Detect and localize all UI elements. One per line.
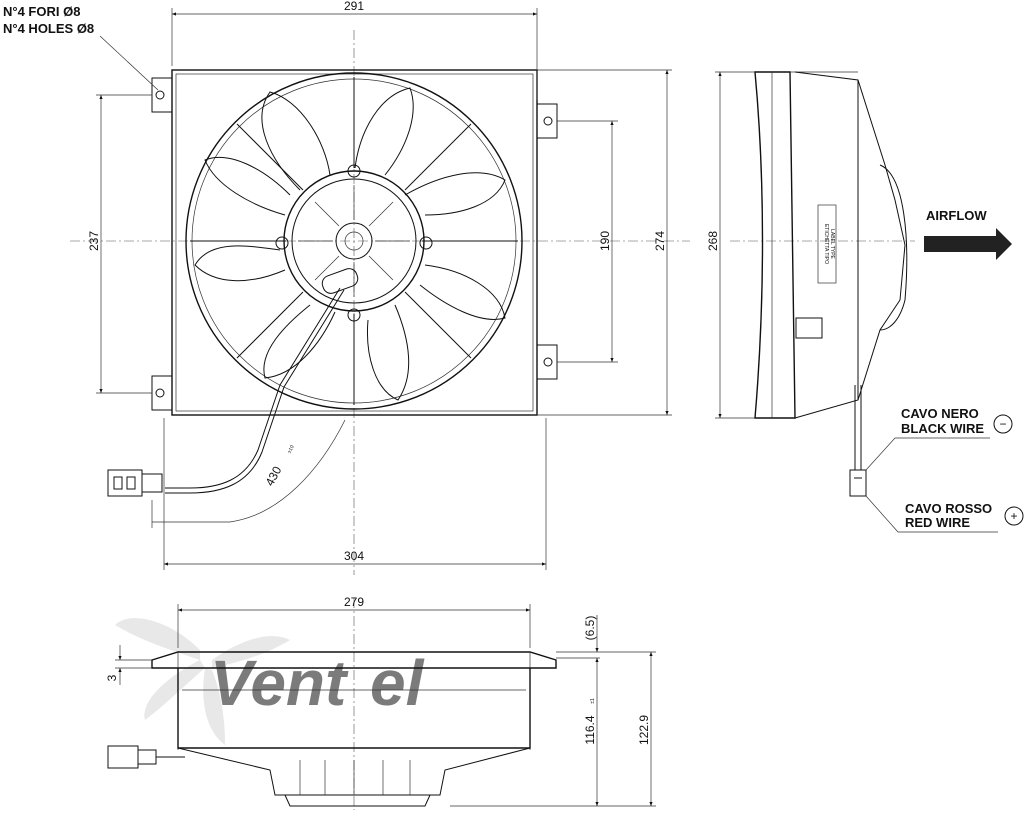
black-wire-it: CAVO NERO: [901, 406, 979, 421]
plus-symbol: +: [1010, 509, 1017, 523]
side-shroud: [754, 71, 796, 419]
dim-430: 430 ±10: [151, 419, 346, 528]
bottom-view: 279 3 (6.5) 116.4 ±1 1: [105, 595, 656, 810]
holes-leader: [99, 35, 159, 91]
front-connector: [107, 469, 163, 497]
holes-note-en: N°4 HOLES Ø8: [3, 21, 94, 36]
label-type-it: ETICHETTA TIPO: [823, 224, 829, 264]
dim-116-4-text: 116.4: [583, 715, 597, 744]
black-wire-en: BLACK WIRE: [901, 421, 984, 436]
dim-274-text: 274: [653, 231, 667, 251]
watermark-text-a: Vent: [210, 647, 349, 719]
red-wire-it: CAVO ROSSO: [905, 501, 992, 516]
dim-6-5-text: (6.5): [583, 616, 597, 641]
dim-3: 3: [105, 645, 152, 685]
dim-274: 274: [537, 69, 672, 416]
plus-icon: [1004, 506, 1024, 526]
dim-122-9-text: 122.9: [637, 715, 651, 745]
shroud-frame: [171, 69, 538, 416]
dim-291: 291: [171, 0, 538, 100]
front-view: N°4 FORI Ø8 N°4 HOLES Ø8 291 237 190: [3, 0, 690, 575]
red-wire-en: RED WIRE: [905, 515, 970, 530]
dim-268-text: 268: [706, 231, 720, 251]
label-type-en: LABEL TYPE: [829, 229, 835, 259]
dim-122-9: 122.9: [600, 651, 656, 807]
watermark-text-b: el: [370, 647, 425, 719]
dim-237: 237: [87, 94, 152, 394]
motor-hub: [275, 164, 433, 322]
dim-304: 304: [163, 418, 547, 570]
power-cable: [165, 287, 345, 494]
dim-279: 279: [177, 595, 531, 648]
dim-291-text: 291: [344, 0, 364, 13]
bottom-connector: [107, 745, 185, 769]
support-spokes: [190, 77, 518, 405]
airflow-label: AIRFLOW: [926, 208, 987, 223]
ventel-watermark: Vent el: [115, 618, 425, 745]
dim-430-text: 430: [263, 464, 285, 489]
dim-116-4: 116.4 ±1: [450, 658, 600, 807]
side-view: ETICHETTA TIPO LABEL TYPE 268 AIRFLOW CA…: [706, 71, 1024, 533]
bottom-body: [177, 668, 531, 749]
minus-symbol: −: [999, 417, 1006, 431]
minus-icon: [993, 414, 1013, 434]
dim-430-tol: ±10: [287, 444, 296, 454]
dim-116-4-tol: ±1: [590, 698, 596, 704]
dim-190: 190: [557, 120, 618, 363]
dim-304-text: 304: [344, 549, 364, 563]
dim-279-text: 279: [344, 595, 364, 609]
black-wire-leader: [865, 437, 990, 471]
airflow-arrow-icon: [924, 228, 1012, 260]
dim-268: 268: [706, 71, 755, 419]
dim-237-text: 237: [87, 231, 101, 251]
red-wire-leader: [865, 495, 998, 533]
fan-blades: [194, 87, 506, 401]
dim-190-text: 190: [598, 231, 612, 251]
dim-3-text: 3: [105, 674, 119, 681]
holes-note-it: N°4 FORI Ø8: [3, 4, 80, 19]
label-plate: [817, 204, 837, 284]
fan-ring: [185, 72, 523, 410]
side-wires: [849, 385, 867, 497]
dim-6-5: (6.5): [556, 615, 600, 659]
